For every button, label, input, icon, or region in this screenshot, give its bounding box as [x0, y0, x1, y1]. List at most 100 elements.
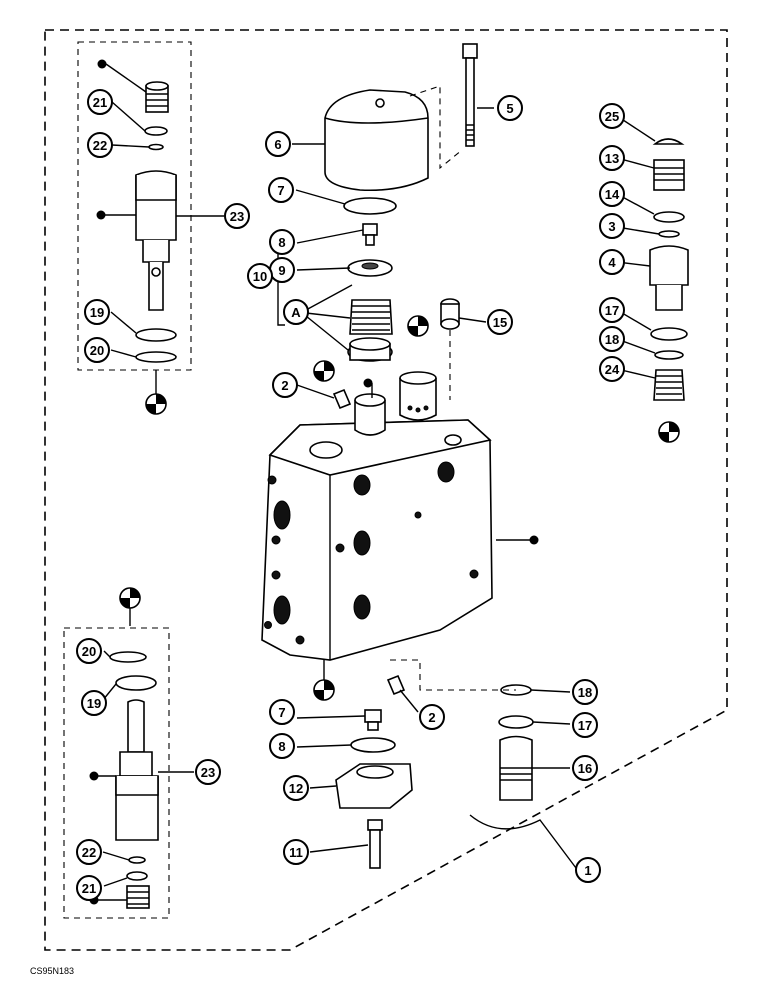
callout-leaders	[102, 101, 660, 887]
callout-14: 14	[599, 181, 625, 207]
right-valve-stack	[649, 138, 689, 401]
callout-21: 21	[87, 89, 113, 115]
callout-circle	[87, 89, 113, 115]
body-marker-dot	[529, 535, 539, 545]
callout-circle	[269, 733, 295, 759]
kit-box-upper	[77, 41, 192, 371]
callout-17: 17	[599, 297, 625, 323]
callout-16: 16	[572, 755, 598, 781]
kit-box-lower	[63, 627, 170, 919]
callout-1: 1	[575, 857, 601, 883]
callout-circle	[224, 203, 250, 229]
callout-9: 9	[269, 257, 295, 283]
relief-valve-upper	[135, 81, 177, 363]
relief-stack	[347, 223, 393, 362]
callout-label: 16	[578, 761, 592, 776]
port-symbol-1	[145, 393, 167, 415]
callout-circle	[76, 638, 102, 664]
callout-2: 2	[272, 372, 298, 398]
callout-label: 2	[281, 378, 288, 393]
callout-circle	[599, 326, 625, 352]
callout-label: 4	[608, 255, 616, 270]
upper-valve-dot-mid	[96, 210, 106, 220]
callout-2: 2	[419, 704, 445, 730]
callout-label: 21	[93, 95, 107, 110]
callout-label: 14	[605, 187, 620, 202]
callout-label: 20	[82, 644, 96, 659]
top-cover	[324, 89, 429, 192]
callout-circle	[599, 181, 625, 207]
callout-circle	[84, 337, 110, 363]
callout-22: 22	[87, 132, 113, 158]
callout-label: 22	[82, 845, 96, 860]
callout-label: 5	[506, 101, 513, 116]
callout-label: 1	[584, 863, 591, 878]
callout-circle	[572, 679, 598, 705]
callout-label: 22	[93, 138, 107, 153]
callout-25: 25	[599, 103, 625, 129]
callout-label: 15	[493, 315, 507, 330]
callout-circle	[283, 839, 309, 865]
valve-body	[261, 371, 493, 661]
callout-7: 7	[268, 177, 294, 203]
callout-label: 21	[82, 881, 96, 896]
callout-label: 24	[605, 362, 620, 377]
callout-circle	[76, 875, 102, 901]
callout-13: 13	[599, 145, 625, 171]
o-ring-upper	[343, 197, 397, 215]
callout-17: 17	[572, 712, 598, 738]
plug-15	[440, 298, 460, 330]
callout-label: 3	[608, 219, 615, 234]
lower-center-stack	[335, 709, 413, 869]
callout-label: 2	[428, 710, 435, 725]
callout-circle	[599, 145, 625, 171]
fitting-2-upper	[332, 388, 352, 410]
callout-layer: 12234567788910A1112131415161717181819192…	[76, 89, 625, 901]
cover-bolt	[462, 43, 478, 147]
figure-code: CS95N183	[30, 966, 74, 976]
boss-marker-dot	[363, 378, 373, 388]
assembly-boundary	[44, 29, 728, 951]
callout-4: 4	[599, 249, 625, 275]
callout-circle	[575, 857, 601, 883]
callout-23: 23	[195, 759, 221, 785]
callout-circle	[487, 309, 513, 335]
callout-circle	[247, 263, 273, 289]
callout-circle	[572, 755, 598, 781]
callout-circle	[599, 356, 625, 382]
callout-label: 20	[90, 343, 104, 358]
lower-right-stack	[498, 684, 534, 801]
callout-10: 10	[247, 263, 273, 289]
callout-label: 13	[605, 151, 619, 166]
callout-circle	[87, 132, 113, 158]
callout-label: 25	[605, 109, 619, 124]
port-symbol-6	[313, 679, 335, 701]
callout-circle	[81, 690, 107, 716]
callout-23: 23	[224, 203, 250, 229]
callout-label: 8	[278, 235, 285, 250]
callout-label: 12	[289, 781, 303, 796]
callout-8: 8	[269, 733, 295, 759]
callout-label: 23	[230, 209, 244, 224]
callout-7: 7	[269, 699, 295, 725]
callout-circle	[283, 775, 309, 801]
callout-22: 22	[76, 839, 102, 865]
callout-label: 17	[578, 718, 592, 733]
callout-5: 5	[497, 95, 523, 121]
callout-label: 18	[605, 332, 619, 347]
callout-20: 20	[76, 638, 102, 664]
lower-valve-dot-mid	[89, 771, 99, 781]
callout-18: 18	[572, 679, 598, 705]
relief-valve-lower	[109, 651, 159, 909]
callout-A: A	[283, 299, 309, 325]
port-symbol-3	[407, 315, 429, 337]
callout-label: 18	[578, 685, 592, 700]
callout-label: 17	[605, 303, 619, 318]
callout-circle	[272, 372, 298, 398]
port-symbol-5	[119, 587, 141, 609]
callout-label: 8	[278, 739, 285, 754]
callout-circle	[599, 213, 625, 239]
callout-circle	[195, 759, 221, 785]
callout-label: 19	[90, 305, 104, 320]
